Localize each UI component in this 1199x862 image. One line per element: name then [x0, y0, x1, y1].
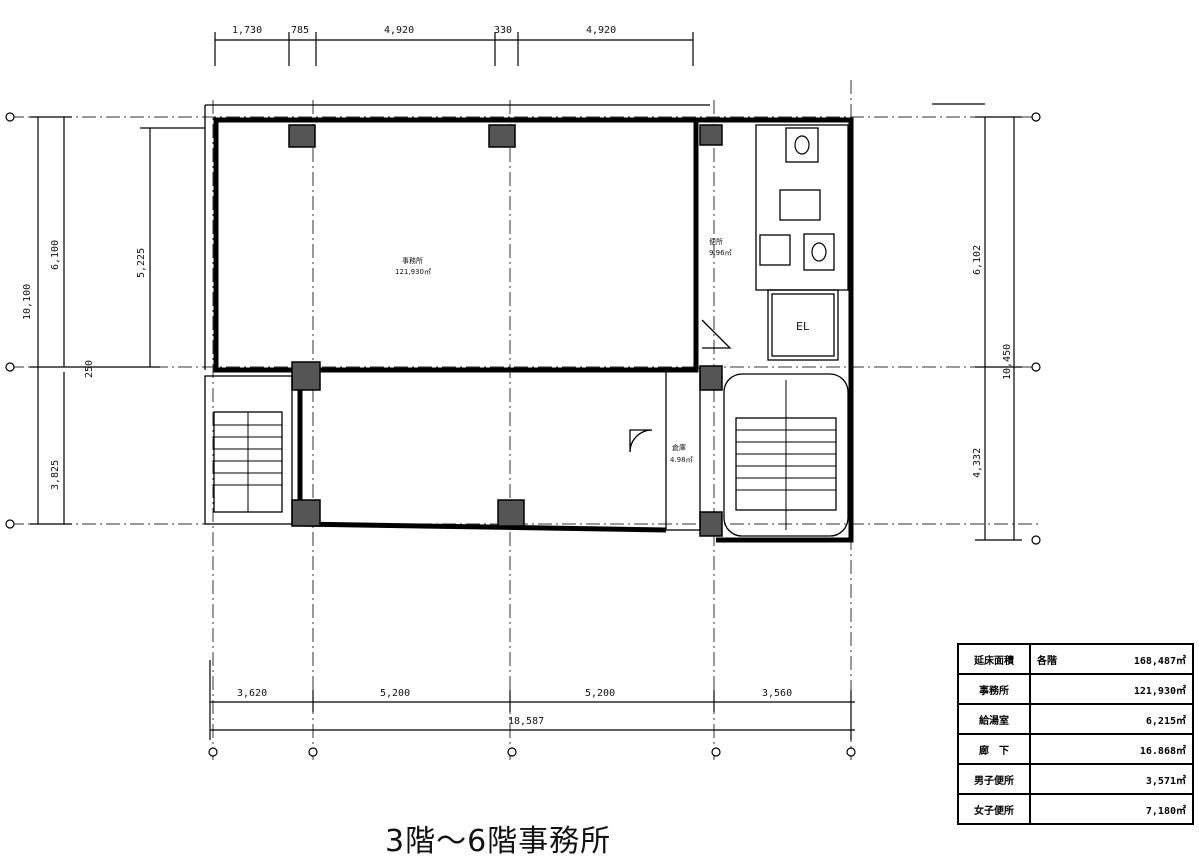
axis-markers: [5, 112, 1041, 757]
area-table: 延床面積 各階 168,487㎡ 事務所 121,930㎡ 給湯室 6,215㎡…: [957, 643, 1194, 825]
table-row: 男子便所 3,571㎡: [957, 763, 1194, 795]
left-dim-upper-inner: 5,225: [136, 248, 147, 278]
right-dim-lower: 4,332: [972, 448, 983, 478]
left-dim-gap: 250: [84, 360, 95, 378]
top-dim-5: 4,920: [586, 25, 616, 36]
table-row: 女子便所 7,180㎡: [957, 793, 1194, 825]
exterior-walls: [204, 104, 854, 543]
area-label: 女子便所: [957, 793, 1031, 825]
bottom-dim-total: 18,587: [508, 716, 544, 727]
bottom-dim-4: 3,560: [762, 688, 792, 699]
drawing-caption: 3階～6階事務所: [385, 824, 612, 859]
top-dimension-line: [214, 32, 694, 66]
area-value: 7,180㎡: [1029, 793, 1194, 825]
vertical-grid-axes: [212, 80, 852, 760]
area-prefix: 各階: [1029, 643, 1071, 675]
bottom-dimension-lines: [209, 660, 855, 740]
bottom-dim-2: 5,200: [380, 688, 410, 699]
storage-name: 倉庫: [672, 443, 686, 452]
right-stair: [723, 373, 849, 537]
top-dim-1: 1,730: [232, 25, 262, 36]
top-dim-4: 330: [494, 25, 512, 36]
left-dim-lower: 3,825: [50, 460, 61, 490]
area-label: 延床面積: [957, 643, 1031, 675]
left-dim-total: 10,100: [22, 284, 33, 320]
table-row: 延床面積 各階 168,487㎡: [957, 643, 1194, 675]
right-dim-total: 10,450: [1002, 344, 1013, 380]
storage-area: 4.98㎡: [670, 456, 693, 464]
area-value: 3,571㎡: [1029, 763, 1194, 795]
area-label: 給湯室: [957, 703, 1031, 735]
area-value: 168,487㎡: [1071, 643, 1194, 675]
toilet-area: 9.96㎡: [709, 249, 732, 257]
area-label: 男子便所: [957, 763, 1031, 795]
top-dim-2: 785: [291, 25, 309, 36]
area-value: 6,215㎡: [1029, 703, 1194, 735]
left-dimension-lines: [30, 116, 205, 525]
area-label: 事務所: [957, 673, 1031, 705]
toilet-area: [701, 124, 849, 349]
elevator-label: EL: [796, 320, 810, 333]
office-name: 事務所: [402, 256, 423, 265]
storage-room: [629, 367, 701, 531]
left-stair: [204, 375, 293, 525]
right-dimension-lines: [932, 103, 1022, 541]
area-label: 廊 下: [957, 733, 1031, 765]
office-area: 121,930㎡: [395, 268, 431, 276]
area-value: 16.868㎡: [1029, 733, 1194, 765]
table-row: 給湯室 6,215㎡: [957, 703, 1194, 735]
bottom-dim-3: 5,200: [585, 688, 615, 699]
top-dim-3: 4,920: [384, 25, 414, 36]
horizontal-grid-axes: [10, 116, 1040, 525]
table-row: 事務所 121,930㎡: [957, 673, 1194, 705]
area-value: 121,930㎡: [1029, 673, 1194, 705]
right-dim-upper: 6,102: [972, 245, 983, 275]
table-row: 廊 下 16.868㎡: [957, 733, 1194, 765]
bottom-dim-1: 3,620: [237, 688, 267, 699]
toilet-name: 便所: [709, 237, 723, 246]
left-dim-upper: 6,100: [50, 240, 61, 270]
structural-columns: [288, 124, 723, 537]
